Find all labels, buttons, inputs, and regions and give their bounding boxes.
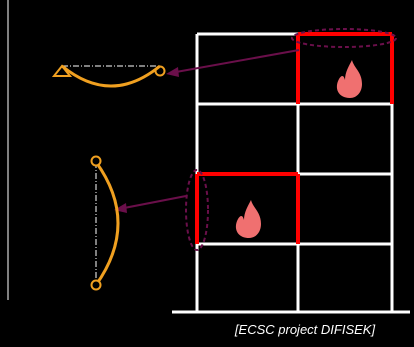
pin-support-icon xyxy=(51,64,73,77)
bottom-hinge-icon xyxy=(90,279,102,291)
buckled-column-curve xyxy=(94,161,120,286)
leader-arrow-beam xyxy=(166,49,300,77)
roller-support-icon xyxy=(154,65,166,77)
fire-icon xyxy=(336,60,362,98)
deflected-beam-curve xyxy=(61,64,161,88)
fire-icon xyxy=(235,200,261,238)
highlight-ellipse-column xyxy=(185,169,209,251)
source-caption: [ECSC project DIFISEK] xyxy=(234,322,376,337)
top-hinge-icon xyxy=(90,155,102,167)
deformed-column-detail xyxy=(90,155,120,291)
heated-members xyxy=(195,32,394,244)
deformed-beam-detail xyxy=(51,64,166,88)
highlight-ellipse-beam xyxy=(291,28,397,48)
leader-arrow-column xyxy=(114,195,187,213)
